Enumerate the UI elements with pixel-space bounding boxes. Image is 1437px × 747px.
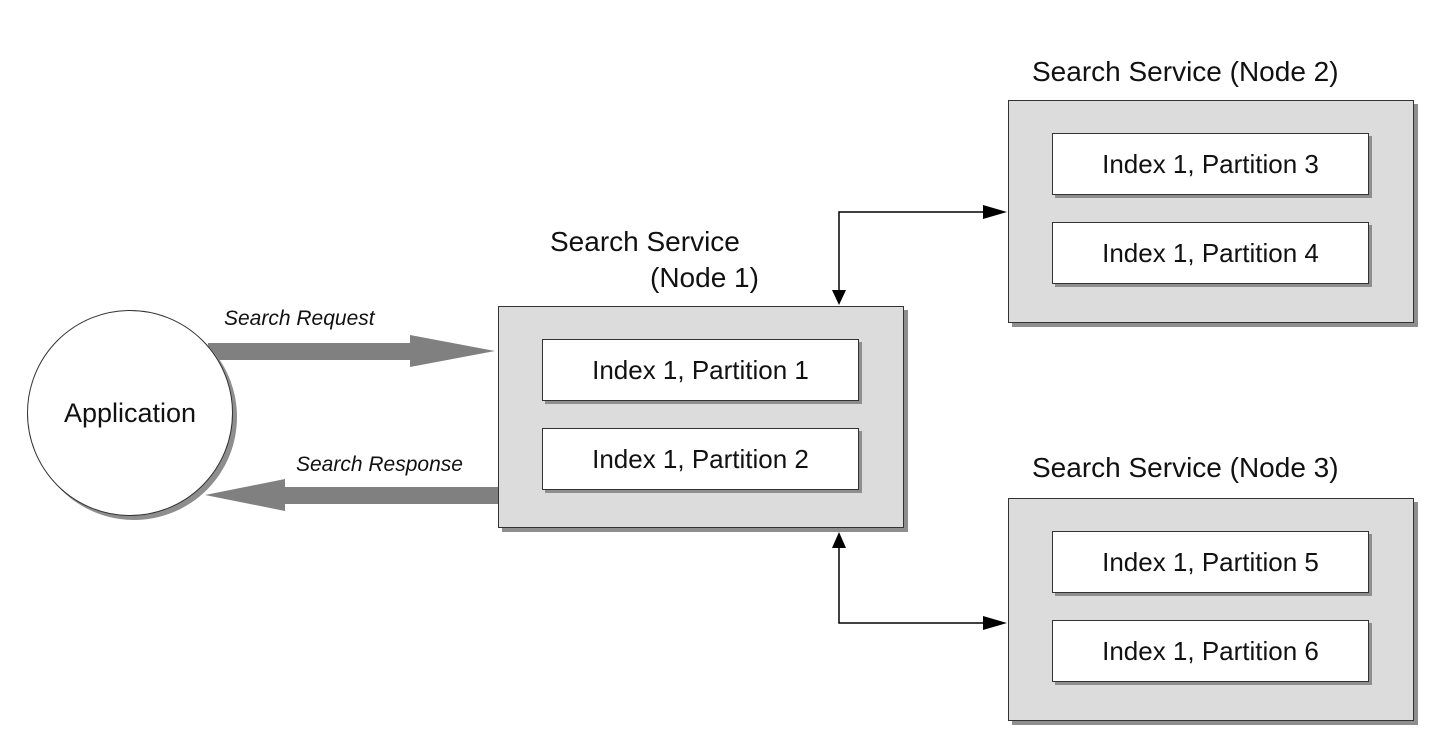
node1-node3-head-up	[832, 532, 846, 548]
search-response-arrow	[205, 479, 498, 511]
node1-title: Search Service	[550, 226, 740, 257]
partition-5-label: Index 1, Partition 5	[1102, 546, 1319, 577]
node1-node3-line	[838, 545, 985, 624]
partition-6-box: Index 1, Partition 6	[1052, 620, 1369, 682]
partition-1-label: Index 1, Partition 1	[592, 354, 809, 385]
node1-node3-connector	[832, 532, 1007, 630]
node1-node2-line	[838, 211, 985, 292]
node1-node2-connector	[832, 205, 1007, 305]
node3-box: Index 1, Partition 5 Index 1, Partition …	[1008, 498, 1414, 721]
partition-2-label: Index 1, Partition 2	[592, 443, 809, 474]
search-request-arrow-shaft	[208, 343, 415, 360]
application-label: Application	[63, 397, 197, 428]
node1-node2-head-right	[983, 205, 1007, 219]
search-request-arrow	[208, 335, 495, 367]
partition-4-box: Index 1, Partition 4	[1052, 222, 1369, 284]
node1-title-line2: (Node 1)	[650, 262, 759, 293]
node1-node2-head-down	[832, 290, 846, 305]
node2-title: Search Service (Node 2)	[1032, 56, 1339, 87]
search-request-arrow-head	[410, 335, 495, 367]
node3-title: Search Service (Node 3)	[1032, 452, 1339, 483]
search-response-arrow-shaft	[280, 487, 498, 504]
search-request-label: Search Request	[224, 307, 375, 330]
node2-box: Index 1, Partition 3 Index 1, Partition …	[1008, 100, 1414, 323]
partition-4-label: Index 1, Partition 4	[1102, 237, 1319, 268]
search-response-label: Search Response	[296, 453, 463, 476]
application-circle: Application	[27, 310, 233, 516]
partition-6-label: Index 1, Partition 6	[1102, 635, 1319, 666]
partition-5-box: Index 1, Partition 5	[1052, 531, 1369, 593]
partition-2-box: Index 1, Partition 2	[542, 428, 859, 490]
node1-box: Index 1, Partition 1 Index 1, Partition …	[498, 306, 904, 528]
search-response-arrow-head	[205, 479, 285, 511]
partition-1-box: Index 1, Partition 1	[542, 339, 859, 401]
partition-3-label: Index 1, Partition 3	[1102, 148, 1319, 179]
partition-3-box: Index 1, Partition 3	[1052, 133, 1369, 195]
node1-node3-head-right	[983, 616, 1007, 630]
